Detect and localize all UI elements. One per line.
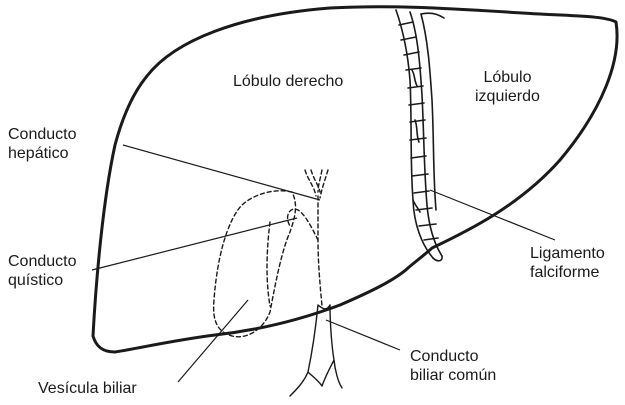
label-falciform-ligament-line1: Ligamento	[530, 244, 605, 263]
label-falciform-ligament-line2: falciforme	[530, 263, 605, 282]
gallbladder-inner-edge	[267, 222, 270, 306]
label-left-lobe: Lóbulo izquierdo	[475, 68, 540, 106]
label-right-lobe: Lóbulo derecho	[233, 72, 343, 91]
falciform-ligament	[396, 10, 444, 261]
label-common-bile-duct: Conducto biliar común	[410, 347, 496, 385]
label-left-lobe-line2: izquierdo	[475, 87, 540, 106]
gallbladder-outline	[214, 191, 296, 337]
label-cystic-duct: Conducto quístico	[8, 252, 77, 290]
leader-common-bile-duct	[326, 320, 400, 350]
label-hepatic-duct: Conducto hepático	[8, 125, 77, 163]
leader-hepatic-duct	[123, 145, 320, 200]
label-gallbladder: Vesícula biliar	[38, 379, 137, 398]
label-falciform-ligament: Ligamento falciforme	[530, 244, 605, 282]
label-cystic-duct-line1: Conducto	[8, 252, 77, 271]
leader-falciform-ligament	[430, 190, 555, 240]
leader-cystic-duct	[92, 218, 297, 270]
label-left-lobe-line1: Lóbulo	[475, 68, 540, 87]
hepatic-duct	[318, 196, 322, 306]
label-common-bile-duct-line2: biliar común	[410, 366, 496, 385]
label-common-bile-duct-line1: Conducto	[410, 347, 496, 366]
label-hepatic-duct-line2: hepático	[8, 144, 77, 163]
label-hepatic-duct-line1: Conducto	[8, 125, 77, 144]
hepatic-duct-branches	[305, 170, 328, 198]
label-cystic-duct-line2: quístico	[8, 271, 77, 290]
liver-outline	[93, 7, 617, 352]
leader-gallbladder	[178, 300, 248, 382]
